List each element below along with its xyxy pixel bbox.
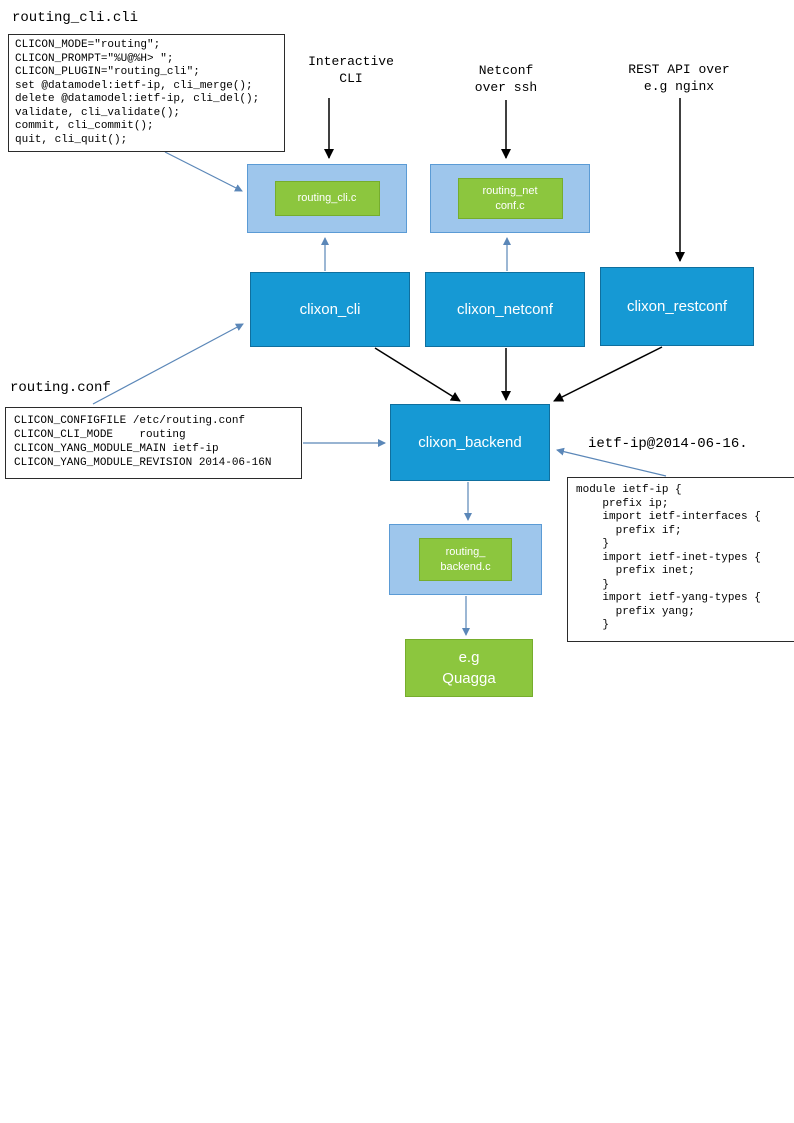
- routing-netconf-c-wrapper: routing_net conf.c: [430, 164, 590, 233]
- routing-backend-c-chip: routing_ backend.c: [419, 538, 512, 581]
- note-netconf-over-ssh: Netconf over ssh: [474, 63, 538, 95]
- note-interactive-cli: Interactive CLI: [308, 54, 394, 86]
- yang-module-code-box: module ietf-ip { prefix ip; import ietf-…: [567, 477, 794, 642]
- routing-cli-file-label: routing_cli.cli: [12, 10, 139, 26]
- node-clixon-restconf: clixon_restconf: [600, 267, 754, 346]
- node-quagga: e.g Quagga: [405, 639, 533, 697]
- node-clixon-cli: clixon_cli: [250, 272, 410, 347]
- routing-cli-code-box: CLICON_MODE="routing"; CLICON_PROMPT="%U…: [8, 34, 285, 152]
- note-rest-api: REST API over e.g nginx: [628, 62, 730, 94]
- arrow-yang-module-to-backend: [556, 447, 667, 477]
- routing-cli-c-wrapper: routing_cli.c: [247, 164, 407, 233]
- routing-conf-file-label: routing.conf: [10, 380, 111, 396]
- routing-netconf-c-chip: routing_net conf.c: [457, 178, 563, 219]
- arrow-routing-conf-to-clixon-cli: [92, 323, 244, 405]
- routing-cli-c-chip: routing_cli.c: [274, 181, 380, 216]
- node-clixon-netconf: clixon_netconf: [425, 272, 585, 347]
- arrow-clixon-restconf-to-backend: [553, 346, 663, 402]
- node-clixon-backend: clixon_backend: [390, 404, 550, 481]
- arrow-clixon-cli-to-backend: [374, 347, 461, 402]
- routing-conf-code-box: CLICON_CONFIGFILE /etc/routing.conf CLIC…: [5, 407, 302, 479]
- routing-backend-c-wrapper: routing_ backend.c: [389, 524, 542, 595]
- arrow-routing-cli-file-to-routing-cli-c: [164, 151, 243, 192]
- yang-file-label: ietf-ip@2014-06-16.: [588, 436, 748, 452]
